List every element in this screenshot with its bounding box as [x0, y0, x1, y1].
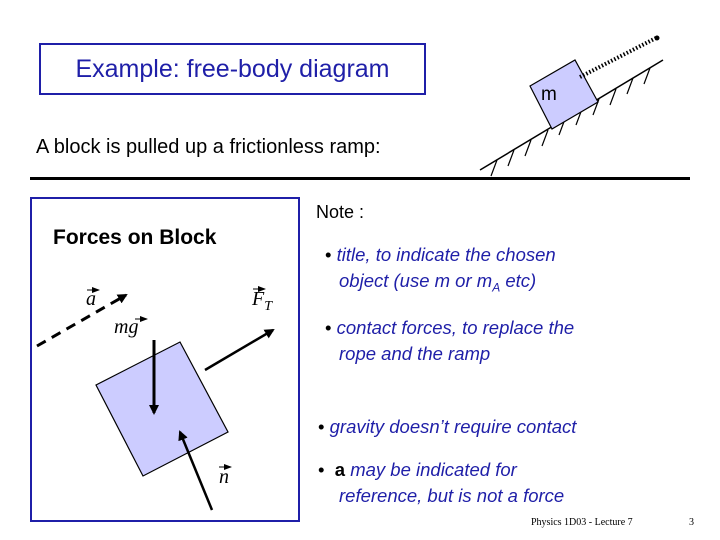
note-2-line-1: contact forces, to replace the [336, 317, 575, 338]
bullet-dot: • [325, 317, 332, 338]
note-3-line-1: gravity doesn’t require contact [329, 416, 577, 437]
acceleration-label: a [86, 288, 96, 310]
note-bullet-3: • gravity doesn’t require contact [318, 414, 576, 440]
note-bullet-2: • contact forces, to replace the rope an… [325, 315, 574, 367]
footer-lecture: Physics 1D03 - Lecture 7 [531, 517, 633, 528]
tension-arrow [204, 328, 275, 372]
note-2-line-2: rope and the ramp [339, 343, 491, 364]
normal-label: n [219, 466, 229, 488]
note-4-line-1: may be indicated for [345, 459, 517, 480]
note-bullet-4: • a may be indicated for reference, but … [318, 457, 564, 509]
tension-label: FT [252, 288, 272, 315]
normal-arrow [178, 430, 214, 511]
rope-anchor [654, 35, 660, 41]
acceleration-arrow [36, 293, 128, 348]
note-bullet-1: • title, to indicate the chosen object (… [325, 242, 556, 301]
note-4-line-2: reference, but is not a force [339, 485, 565, 506]
note-1-subscript: A [492, 280, 501, 295]
slide-title: Example: free-body diagram [75, 54, 390, 83]
note-1-line-1: title, to indicate the chosen [336, 244, 556, 265]
tension-label-main: F [252, 288, 265, 310]
gravity-label: mg [114, 316, 139, 338]
note-1-line-2-end: etc) [500, 270, 537, 291]
fbd-block [95, 341, 229, 477]
note-4-bold: a [334, 459, 346, 480]
footer-page-number: 3 [689, 517, 694, 528]
bullet-dot: • [318, 416, 325, 437]
ramp-mass-label: m [541, 84, 557, 105]
tension-label-sub: T [264, 299, 273, 314]
bullet-dot: • [318, 459, 325, 480]
bullet-dot: • [325, 244, 332, 265]
note-1-line-2: object (use m or m [339, 270, 493, 291]
divider-line [30, 177, 690, 180]
title-box: Example: free-body diagram [39, 43, 426, 95]
slide-subtitle: A block is pulled up a frictionless ramp… [36, 136, 381, 158]
forces-panel [30, 197, 300, 522]
notes-heading: Note : [316, 202, 365, 222]
forces-panel-title: Forces on Block [53, 226, 217, 249]
rope [579, 36, 657, 79]
